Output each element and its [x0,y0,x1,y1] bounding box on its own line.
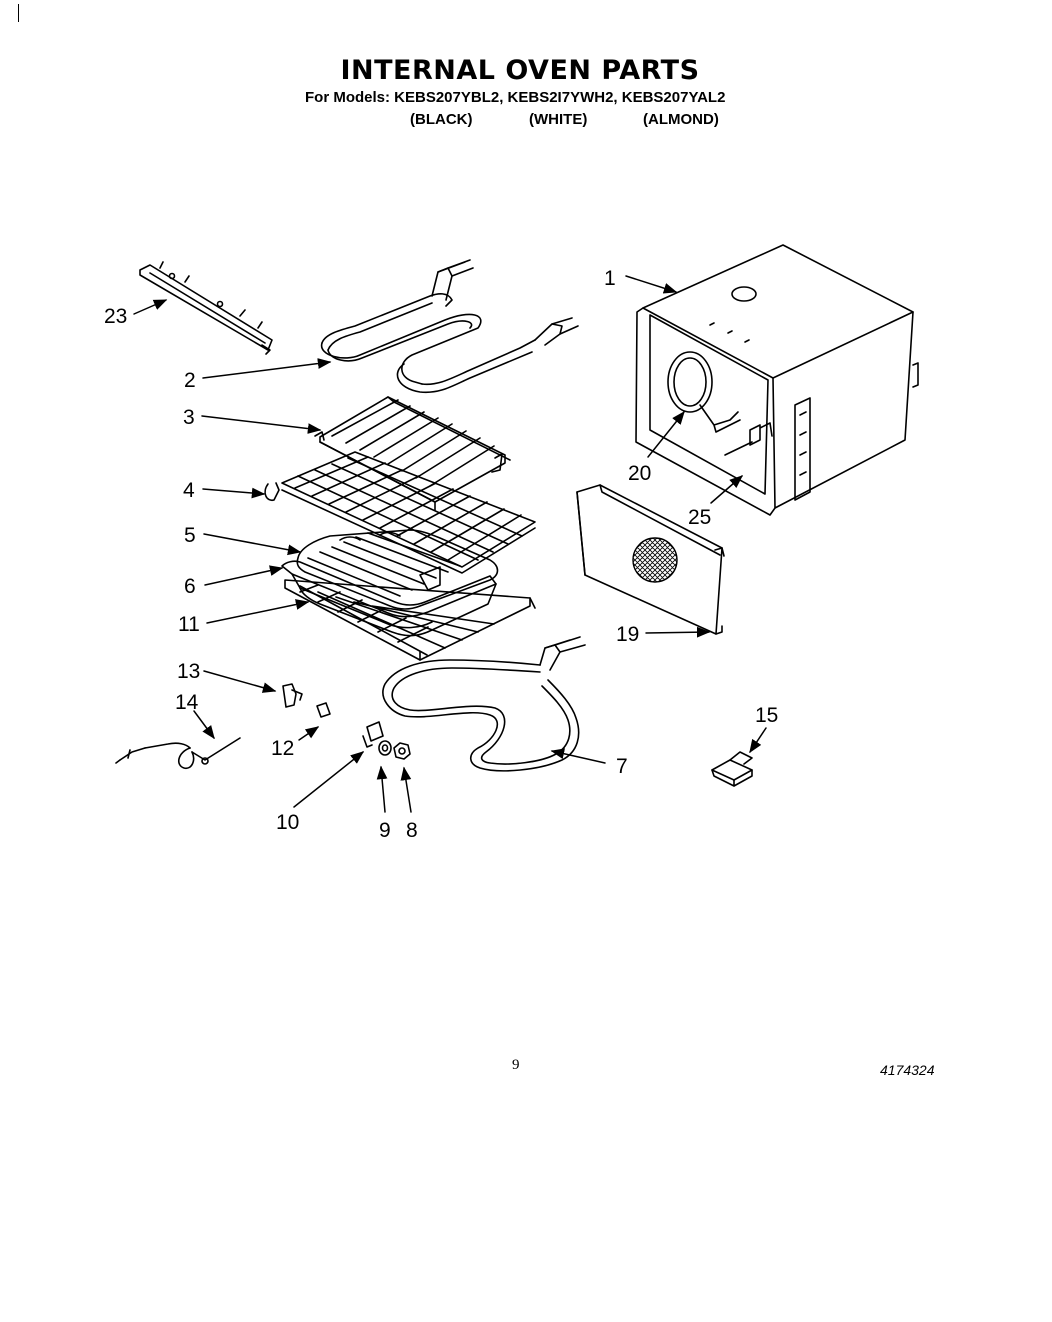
part-5-broiler-grid [296,529,499,610]
color-label-almond: (ALMOND) [643,111,719,128]
page-title: INTERNAL OVEN PARTS [340,55,700,86]
callout-10: 10 [276,811,299,834]
callout-leaders [133,275,767,813]
callout-4: 4 [183,479,195,502]
part-11-lower-rack [284,579,536,661]
part-19-fan-cover [576,484,725,635]
callout-23: 23 [104,305,127,328]
color-label-black: (BLACK) [410,111,473,128]
part-15-bracket [711,751,753,787]
callout-25: 25 [688,506,711,529]
part-13-clip [282,683,303,708]
part-4-oven-rack [264,451,536,591]
part-1-oven-cavity [635,244,919,516]
part-7-bake-element [382,636,586,772]
callout-1: 1 [604,267,616,290]
callout-9: 9 [379,819,391,842]
part-12-grommet [316,702,331,718]
callout-8: 8 [406,819,418,842]
part-9-washer [378,740,392,756]
callout-20: 20 [628,462,651,485]
models-line: For Models: KEBS207YBL2, KEBS2I7YWH2, KE… [305,89,726,106]
callout-13: 13 [177,660,200,683]
part-3-oven-panel [314,396,511,511]
callout-7: 7 [616,755,628,778]
document-part-number: 4174324 [880,1062,935,1078]
callout-11: 11 [178,613,200,636]
callout-14: 14 [175,691,199,714]
part-14-sensor-probe [115,737,241,770]
part-8-nut [393,742,411,760]
scan-margin-mark [18,4,19,22]
part-10-terminal-block [362,721,384,748]
callout-5: 5 [184,524,196,547]
callout-6: 6 [184,575,196,598]
callout-19: 19 [616,623,639,646]
page-number: 9 [512,1057,520,1073]
part-2-broil-element [321,259,579,394]
callout-12: 12 [271,737,294,760]
callout-2: 2 [184,369,196,392]
callout-numbers: 1 2 3 4 5 6 7 8 9 10 11 12 13 14 15 19 2… [104,267,778,842]
part-6-broiler-pan [281,560,497,637]
color-label-white: (WHITE) [529,111,588,128]
callout-3: 3 [183,406,195,429]
callout-15: 15 [755,704,778,727]
part-23-bracket [139,261,273,355]
